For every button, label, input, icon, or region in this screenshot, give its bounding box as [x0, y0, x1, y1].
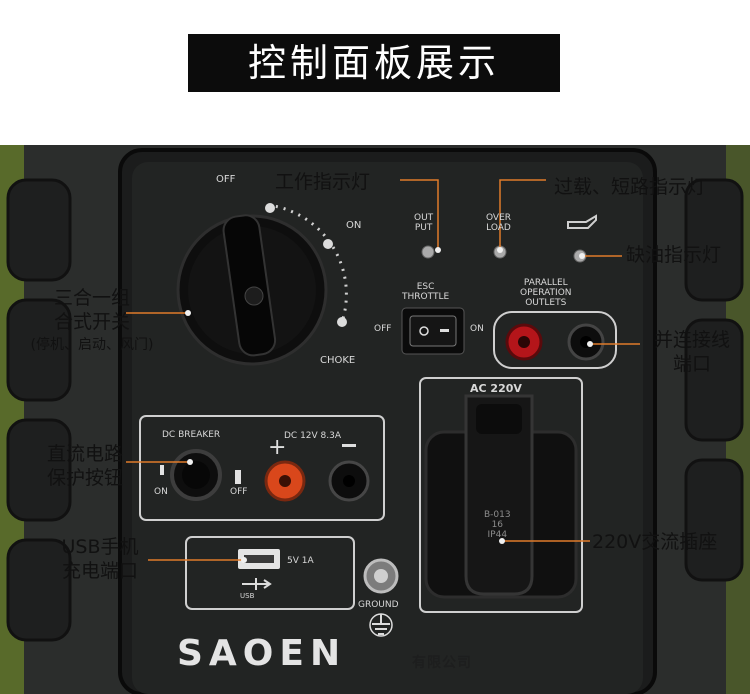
control-panel-photo: +: [0, 145, 750, 694]
on-label: ON: [346, 220, 362, 231]
esc-on-label: ON: [470, 324, 484, 334]
callout-dc-breaker: 直流电路 保护按钮: [46, 443, 123, 489]
callout-oil-indicator: 缺油指示灯: [626, 244, 722, 266]
dc-off-label: OFF: [230, 487, 248, 497]
svg-text:+: +: [268, 435, 286, 460]
usb-rating-label: 5V 1A: [287, 556, 314, 566]
dc-rating-label: DC 12V 8.3A: [284, 431, 342, 441]
esc-off-label: OFF: [374, 324, 392, 334]
usb-label: USB: [240, 592, 255, 600]
ac-label: AC 220V: [470, 382, 522, 395]
callout-ac-socket: 220V交流插座: [592, 531, 718, 553]
callout-work-indicator: 工作指示灯: [275, 171, 371, 193]
callout-combo-switch: 三合一组 合式开关 (停机、启动、风门): [30, 287, 154, 353]
dc-on-label: ON: [154, 487, 168, 497]
watermark: 有限公司: [412, 655, 472, 671]
dc-breaker-label: DC BREAKER: [162, 430, 221, 440]
brand-logo: SAOEN: [177, 633, 347, 674]
off-label: OFF: [216, 174, 236, 185]
page-title: 控制面板展示: [188, 34, 560, 92]
ground-label: GROUND: [358, 600, 399, 610]
callout-parallel-port: 并连接线 端口: [653, 329, 730, 375]
callout-usb-port: USB手机 充电端口: [61, 536, 139, 582]
callout-overload-indicator: 过载、短路指示灯: [554, 176, 707, 198]
choke-label: CHOKE: [320, 355, 356, 366]
